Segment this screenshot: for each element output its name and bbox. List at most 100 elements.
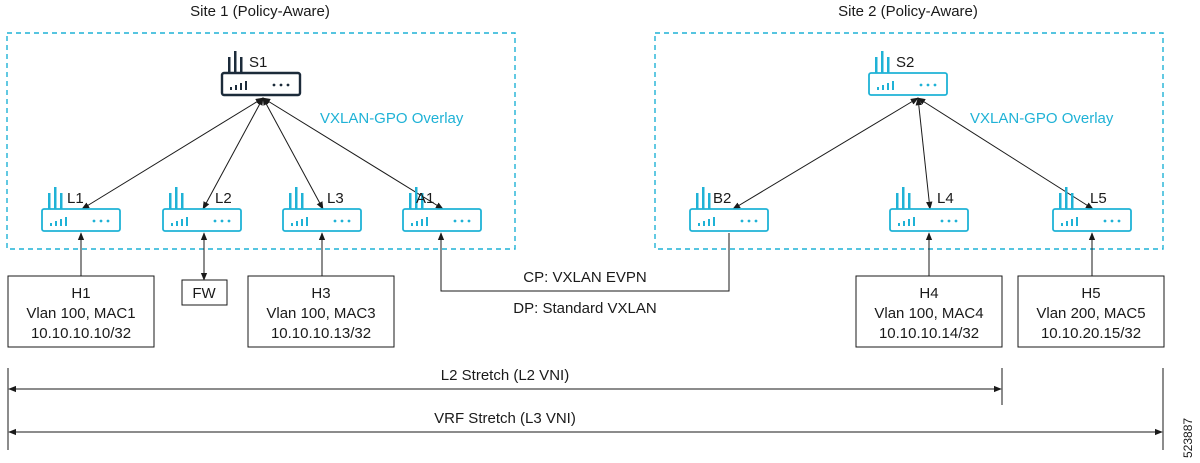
switch-l1: L1 bbox=[41, 187, 121, 232]
switch-l1-led bbox=[106, 219, 110, 223]
l2-stretch-label: L2 Stretch (L2 VNI) bbox=[441, 367, 569, 384]
host-h4-ip: 10.10.10.14/32 bbox=[879, 325, 979, 342]
switch-l5-port bbox=[1061, 223, 1063, 226]
switch-b2-port bbox=[708, 219, 710, 226]
site1-overlay-label: VXLAN-GPO Overlay bbox=[320, 110, 464, 127]
host-h1: H1 Vlan 100, MAC1 10.10.10.10/32 bbox=[7, 275, 155, 348]
site1-boundary bbox=[6, 32, 516, 250]
switch-l3-port bbox=[306, 217, 308, 226]
switch-s2-led bbox=[933, 83, 937, 87]
switch-a1-led bbox=[453, 219, 457, 223]
link-s1-l2 bbox=[202, 97, 264, 210]
host-h3-vlan-mac: Vlan 100, MAC3 bbox=[266, 305, 375, 322]
host-h1-box bbox=[7, 275, 155, 348]
host-h4-name: H4 bbox=[919, 285, 938, 302]
switch-l2-label: L2 bbox=[215, 190, 232, 207]
switch-s1-port bbox=[235, 85, 237, 90]
link-s1-l1 bbox=[81, 97, 264, 210]
host-h3-box bbox=[247, 275, 395, 348]
host-h5-ip: 10.10.20.15/32 bbox=[1041, 325, 1141, 342]
switch-l3-led bbox=[333, 219, 337, 223]
intersite-control-plane-label: CP: VXLAN EVPN bbox=[523, 269, 646, 286]
switch-a1-port bbox=[416, 221, 418, 226]
switch-s1-port bbox=[245, 81, 247, 90]
switch-s2-antenna bbox=[875, 57, 878, 73]
switch-l4-led bbox=[954, 219, 958, 223]
firewall-label: FW bbox=[192, 285, 216, 302]
switch-b2: B2 bbox=[689, 187, 769, 232]
switch-l2-led bbox=[220, 219, 224, 223]
switch-l3: L3 bbox=[282, 187, 362, 232]
switch-l2-port bbox=[186, 217, 188, 226]
switch-a1-port bbox=[411, 223, 413, 226]
switch-l2-led bbox=[213, 219, 217, 223]
switch-l5-led bbox=[1117, 219, 1121, 223]
switch-b2-led bbox=[747, 219, 751, 223]
switch-l4-antenna bbox=[908, 193, 911, 209]
host-h5: H5 Vlan 200, MAC5 10.10.20.15/32 bbox=[1017, 275, 1165, 348]
firewall-fw: FW bbox=[181, 279, 228, 306]
site2-fabric-links bbox=[732, 97, 1094, 210]
switch-s2-led bbox=[919, 83, 923, 87]
link-s2-b2 bbox=[732, 97, 919, 210]
site2-title: Site 2 (Policy-Aware) bbox=[838, 3, 978, 20]
switch-s1-antenna bbox=[228, 57, 231, 73]
link-s2-l4 bbox=[915, 97, 933, 210]
switch-l2-port bbox=[176, 221, 178, 226]
switch-l5-port bbox=[1076, 217, 1078, 226]
host-h3-name: H3 bbox=[311, 285, 330, 302]
switch-l2-antenna bbox=[169, 193, 172, 209]
switch-s2-port bbox=[877, 87, 879, 90]
switch-a1: A1 bbox=[402, 187, 482, 232]
host-h4: H4 Vlan 100, MAC4 10.10.10.14/32 bbox=[855, 275, 1003, 348]
switch-s1-antenna bbox=[240, 57, 243, 73]
host-h1-name: H1 bbox=[71, 285, 90, 302]
switch-l5-port bbox=[1066, 221, 1068, 226]
switch-b2-label: B2 bbox=[713, 190, 731, 207]
switch-l1-antenna bbox=[48, 193, 51, 209]
switch-b2-antenna bbox=[696, 193, 699, 209]
switch-l4-antenna bbox=[896, 193, 899, 209]
switch-s2-port bbox=[887, 83, 889, 90]
switch-l1-antenna bbox=[60, 193, 63, 209]
switch-l1-port bbox=[60, 219, 62, 226]
switch-l4-port bbox=[913, 217, 915, 226]
host-h1-ip: 10.10.10.10/32 bbox=[31, 325, 131, 342]
switch-s1-antenna bbox=[234, 51, 237, 73]
switch-a1-antenna bbox=[415, 187, 418, 209]
switch-l5-led bbox=[1110, 219, 1114, 223]
switch-l5-antenna bbox=[1065, 187, 1068, 209]
link-a1-b2-intersite bbox=[437, 232, 730, 292]
switch-b2-antenna bbox=[702, 187, 705, 209]
switch-s1-led bbox=[279, 83, 283, 87]
switch-s2: S2 bbox=[868, 51, 948, 96]
switch-l3-label: L3 bbox=[327, 190, 344, 207]
switch-l4-port bbox=[898, 223, 900, 226]
switch-a1-label: A1 bbox=[416, 190, 434, 207]
switch-l5-led bbox=[1103, 219, 1107, 223]
switch-s1-label: S1 bbox=[249, 54, 267, 71]
switch-l3-led bbox=[340, 219, 344, 223]
switch-l1-led bbox=[92, 219, 96, 223]
intersite-data-plane-label: DP: Standard VXLAN bbox=[513, 300, 656, 317]
switch-l3-antenna bbox=[289, 193, 292, 209]
switch-a1-port bbox=[426, 217, 428, 226]
switch-l1-port bbox=[50, 223, 52, 226]
switch-l1-port bbox=[55, 221, 57, 226]
switch-a1-antenna bbox=[409, 193, 412, 209]
host-h4-vlan-mac: Vlan 100, MAC4 bbox=[874, 305, 983, 322]
switch-l5-label: L5 bbox=[1090, 190, 1107, 207]
switch-l2-port bbox=[181, 219, 183, 226]
switch-l2-port bbox=[171, 223, 173, 226]
switch-l3-antenna bbox=[301, 193, 304, 209]
switch-a1-led bbox=[460, 219, 464, 223]
switch-b2-port bbox=[703, 221, 705, 226]
switch-l4-port bbox=[903, 221, 905, 226]
host-h1-vlan-mac: Vlan 100, MAC1 bbox=[26, 305, 135, 322]
switch-a1-led bbox=[467, 219, 471, 223]
switch-l4: L4 bbox=[889, 187, 969, 232]
switch-l3-port bbox=[291, 223, 293, 226]
figure-id: 523887 bbox=[1181, 418, 1195, 458]
switch-b2-antenna bbox=[708, 193, 711, 209]
